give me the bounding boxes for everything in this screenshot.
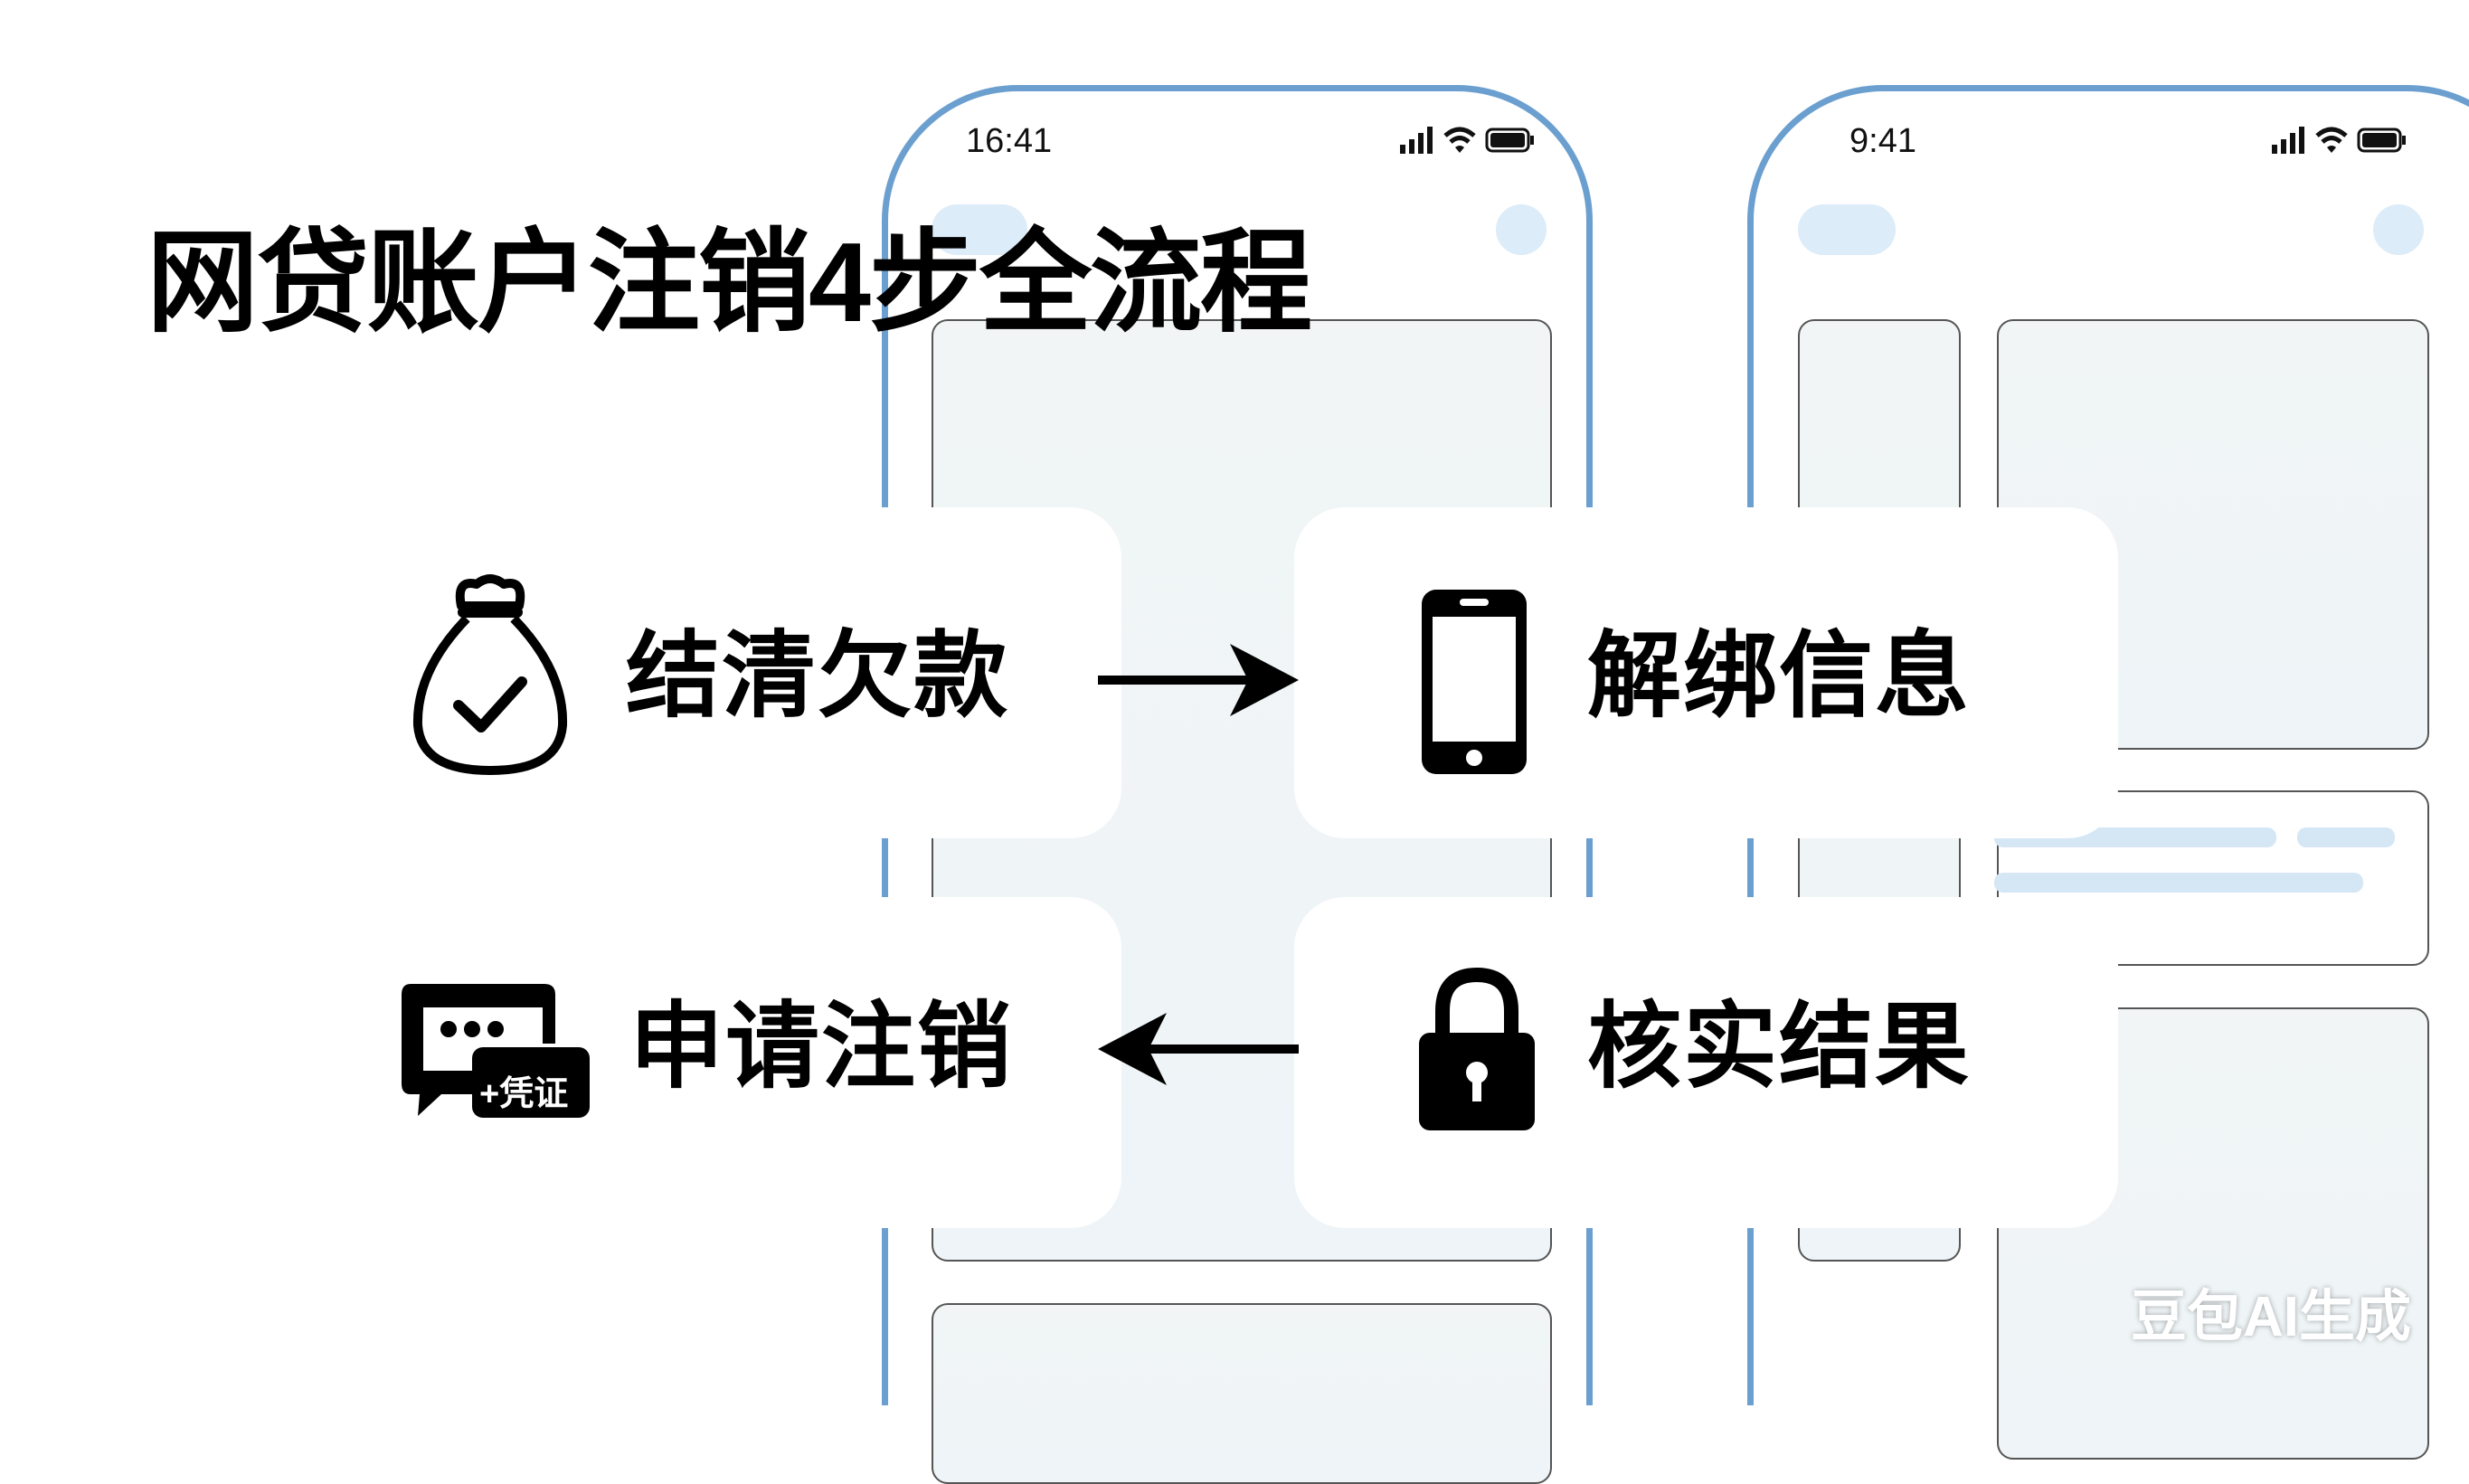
watermark: 豆包AI生成 xyxy=(2131,1286,2412,1348)
step-box-1 xyxy=(344,507,1121,838)
chat-bubble-icon: +凭证 xyxy=(400,982,591,1120)
status-time: 9:41 xyxy=(1849,122,1916,160)
placeholder-bar xyxy=(1994,873,2363,893)
wifi-icon xyxy=(1443,127,1476,153)
battery-icon xyxy=(1485,128,1534,153)
phone-dot xyxy=(1496,204,1547,255)
arrow-right-icon xyxy=(1098,644,1299,716)
page-title: 网贷账户注销4步全流程 xyxy=(147,221,1312,345)
step-label: 核实结果 xyxy=(1587,995,1972,1100)
evidence-badge: +凭证 xyxy=(479,1075,569,1113)
signal-icon xyxy=(2272,127,2304,154)
placeholder-bar xyxy=(2297,827,2395,847)
phone-pill xyxy=(932,204,1027,255)
status-time: 16:41 xyxy=(966,122,1053,160)
status-icons xyxy=(1400,127,1536,154)
arrow-left-icon xyxy=(1098,1013,1299,1085)
step-label: 结清欠款 xyxy=(626,624,1010,729)
phone-pill xyxy=(1798,204,1896,255)
money-bag-check-icon xyxy=(412,574,568,776)
status-icons xyxy=(2272,127,2408,154)
padlock-icon xyxy=(1419,967,1535,1130)
signal-icon xyxy=(1400,127,1433,154)
step-label: 解绑信息 xyxy=(1587,624,1972,729)
wifi-icon xyxy=(2315,127,2348,153)
battery-icon xyxy=(2357,128,2406,153)
smartphone-icon xyxy=(1422,590,1527,774)
step-label: 申请注销 xyxy=(629,995,1014,1100)
phone-dot xyxy=(2373,204,2424,255)
phone-card xyxy=(932,1303,1552,1484)
